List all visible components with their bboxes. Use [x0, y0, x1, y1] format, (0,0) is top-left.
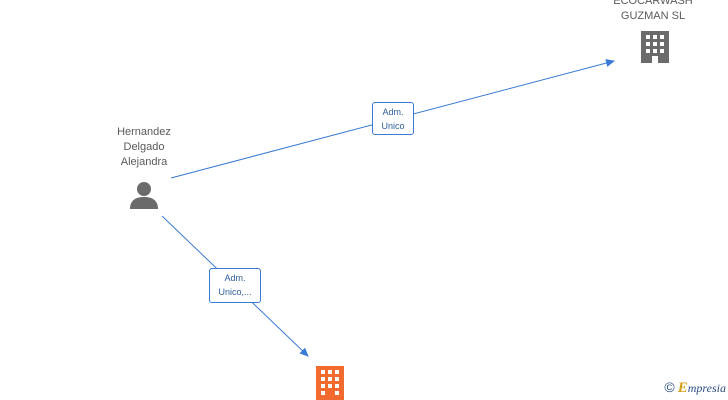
- brand-name: mpresia: [687, 381, 726, 395]
- person-name-label: Hernandez Delgado Alejandra: [117, 126, 171, 168]
- copyright-icon: ©: [664, 379, 675, 395]
- building-icon[interactable]: [316, 366, 344, 400]
- person-icon[interactable]: [130, 182, 158, 209]
- empresia-logo: © Empresia: [664, 379, 726, 397]
- building-icon[interactable]: [641, 31, 669, 63]
- edge-role-label[interactable]: Adm. Unico,...: [209, 268, 261, 303]
- brand-initial: E: [677, 380, 688, 396]
- company-name-label: ECOCARWASH GUZMAN SL: [613, 0, 693, 22]
- edge-role-label[interactable]: Adm. Unico: [372, 102, 414, 135]
